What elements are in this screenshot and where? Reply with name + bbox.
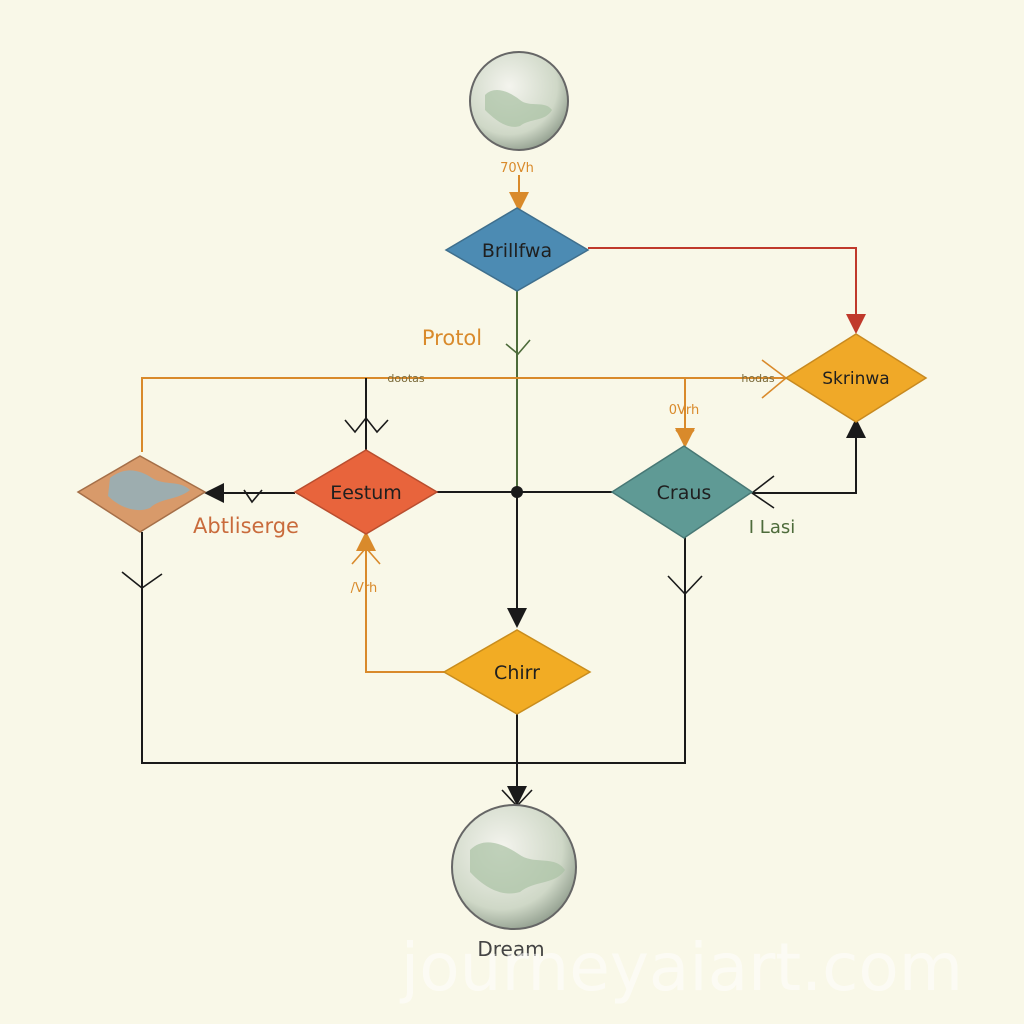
- skrinwa-node[interactable]: Skrinwa: [784, 333, 928, 423]
- eestum-diamond: [293, 449, 439, 535]
- edge-craus-to-skrinwa: [752, 418, 866, 494]
- eestum-node[interactable]: Eestum: [293, 449, 439, 535]
- dream-label: Dream: [477, 937, 544, 961]
- watermark: journeyaiart.com: [399, 929, 963, 1006]
- chirr-diamond: [442, 629, 592, 715]
- edges: [121, 175, 866, 808]
- edge-label-line-left: dootas: [387, 372, 424, 385]
- map-tile-node[interactable]: [76, 455, 207, 533]
- globe-land: [470, 842, 565, 894]
- craus-diamond: [610, 445, 754, 539]
- edge-label-eestum-in: /Vrh: [351, 581, 378, 596]
- craus-node[interactable]: Craus: [610, 445, 754, 539]
- flourish-eestum-top: [344, 416, 389, 434]
- skrinwa-diamond: [784, 333, 928, 423]
- edge-label-lasi: I Lasi: [749, 517, 795, 538]
- edge-label-abtliserge: Abtliserge: [193, 514, 299, 538]
- brillfwa-diamond: [444, 207, 590, 292]
- flourish-protol: [505, 339, 531, 356]
- flourish-map-left: [121, 571, 163, 589]
- flourish-lasi: [750, 475, 775, 509]
- map-water: [108, 470, 190, 511]
- flourish-craus-in: [675, 429, 695, 442]
- edge-chirr-to-eestum: [356, 531, 446, 673]
- globe-land: [485, 90, 552, 127]
- top-globe-node[interactable]: [469, 51, 569, 151]
- nodes: Brillfwa Skrinwa Eestum Craus Chirr: [76, 51, 928, 961]
- chirr-label: Chirr: [494, 662, 540, 684]
- edge-label-top: 70Vh: [500, 161, 534, 176]
- edge-brillfwa-to-skrinwa: [588, 247, 866, 334]
- edge-label-craus-in: 0Vrh: [669, 403, 700, 418]
- eestum-label: Eestum: [330, 482, 402, 504]
- chirr-node[interactable]: Chirr: [442, 629, 592, 715]
- skrinwa-label: Skrinwa: [822, 369, 889, 389]
- edge-orange-horizontal: [141, 377, 786, 452]
- dream-globe-node[interactable]: Dream: [451, 804, 577, 961]
- flourish-eestum-in: [351, 546, 381, 565]
- flourish-map-heart: [243, 489, 263, 504]
- flourish-craus-down: [667, 575, 703, 596]
- edge-label-line-right: hodas: [741, 372, 774, 385]
- craus-label: Craus: [657, 482, 712, 504]
- edge-map-down: [141, 532, 686, 764]
- edge-label-protol: Protol: [422, 326, 482, 350]
- edge-labels: 70Vh Protol dootas hodas 0Vrh Abtliserge…: [193, 161, 795, 596]
- brillfwa-label: Brillfwa: [482, 240, 552, 262]
- brillfwa-node[interactable]: Brillfwa: [444, 207, 590, 292]
